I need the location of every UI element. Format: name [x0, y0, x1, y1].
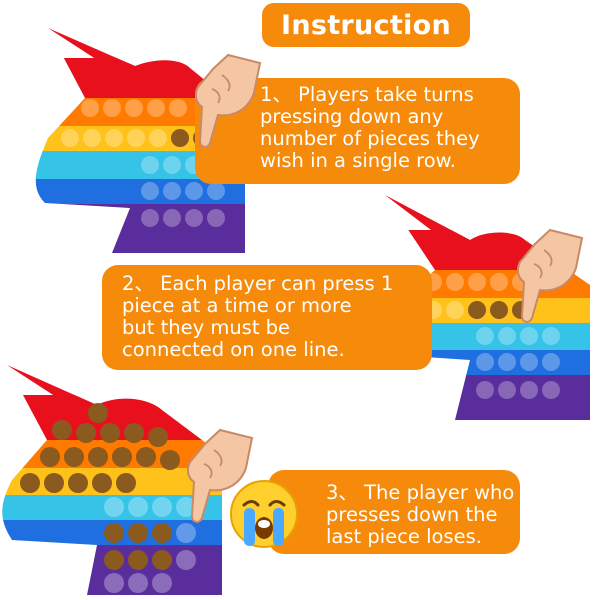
pointing-hand-icon [516, 228, 584, 323]
crying-emoji-icon [230, 480, 298, 548]
unicorn-pop-it-3 [2, 365, 222, 595]
step-3-box [268, 470, 520, 554]
step-3-text: 3、 The player who presses down the last … [326, 481, 515, 548]
step-1-text: 1、 Players take turns pressing down any … [260, 83, 480, 172]
pointing-hand-icon [186, 428, 254, 523]
step-2-box [102, 265, 432, 370]
instruction-title: Instruction [262, 3, 470, 47]
step-2-text: 2、 Each player can press 1 piece at a ti… [122, 272, 394, 361]
pointing-hand-icon [194, 53, 262, 148]
